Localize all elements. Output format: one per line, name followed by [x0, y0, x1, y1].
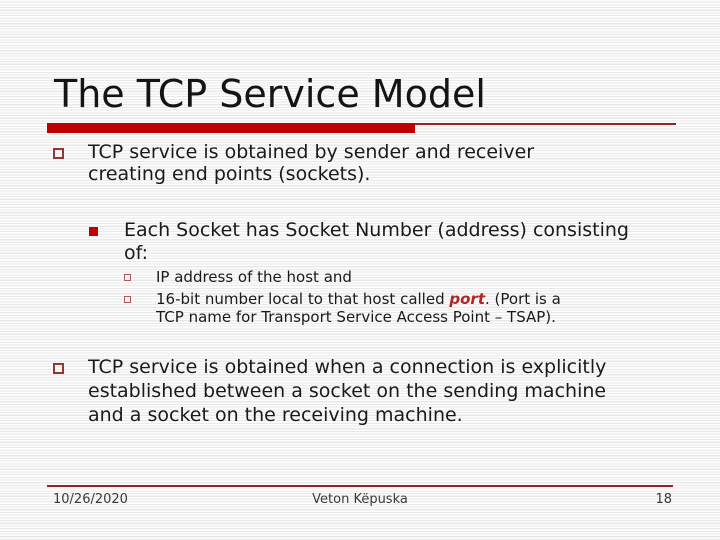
title-underline-bar — [47, 123, 415, 133]
footer-page-number: 18 — [655, 492, 672, 507]
bullet-text-l2-socket-number: Each Socket has Socket Number (address) … — [124, 219, 629, 264]
footer-date: 10/26/2020 — [53, 492, 128, 507]
bullet-square-hollow-icon — [53, 363, 64, 374]
bullet-square-hollow-small-icon — [124, 274, 131, 281]
bullet-text-l3-ip-address: IP address of the host and — [156, 268, 352, 286]
slide-title: The TCP Service Model — [54, 72, 486, 116]
bullet-square-filled-icon — [89, 227, 98, 236]
port-keyword: port — [449, 290, 485, 308]
footer-author: Veton Këpuska — [312, 492, 408, 507]
port-text-post: . (Port is a TCP name for Transport Serv… — [156, 290, 561, 326]
bullet-text-l1-sockets: TCP service is obtained by sender and re… — [88, 141, 535, 185]
port-text-pre: 16-bit number local to that host called — [156, 290, 450, 308]
bullet-square-hollow-icon — [53, 148, 64, 159]
footer-divider — [47, 485, 673, 487]
bullet-square-hollow-small-icon — [124, 296, 131, 303]
bullet-text-l1-connection: TCP service is obtained when a connectio… — [88, 356, 607, 426]
bullet-text-l3-port: 16-bit number local to that host called … — [156, 290, 676, 326]
